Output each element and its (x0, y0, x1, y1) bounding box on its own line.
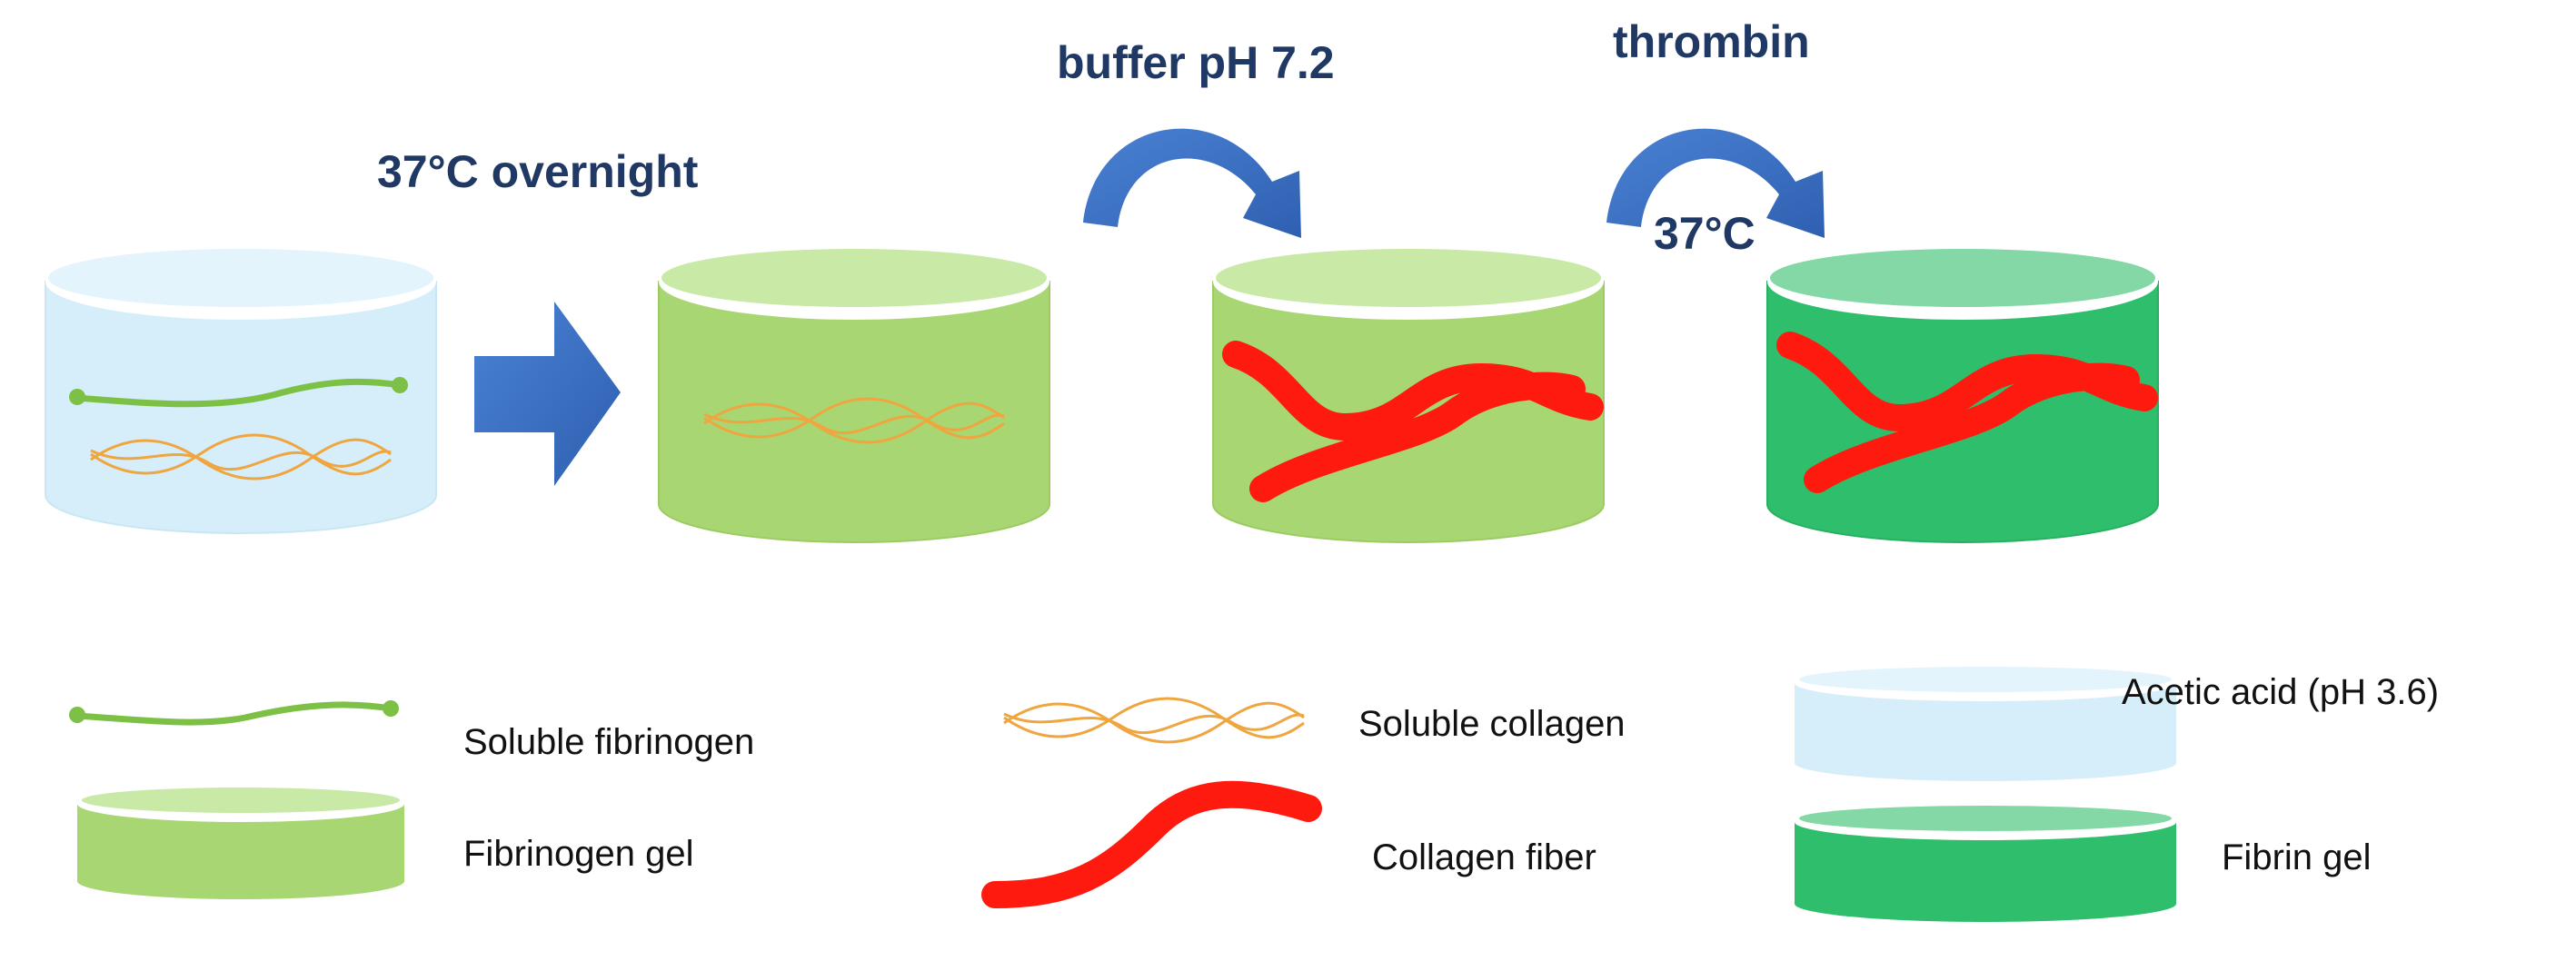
dish-fibrinogen-gel (658, 243, 1050, 543)
legend-label-fibrin-gel: Fibrin gel (2222, 837, 2372, 877)
curved-arrow-icon (1083, 128, 1301, 238)
legend-label-soluble-collagen: Soluble collagen (1358, 704, 1626, 744)
dish-fibrin-gel (1766, 243, 2159, 543)
right-arrow-icon (474, 302, 621, 486)
step2-label: buffer pH 7.2 (1057, 37, 1335, 88)
soluble-collagen-icon (90, 433, 392, 480)
legend-label-fibrinogen-gel: Fibrinogen gel (463, 834, 694, 874)
legend-fibrin-gel-dish-icon (1795, 804, 2176, 922)
step3-label: thrombin (1613, 16, 1810, 67)
step3-sublabel: 37°C (1654, 208, 1755, 259)
legend-label-collagen-fiber: Collagen fiber (1372, 837, 1596, 877)
dish-fibrinogen-gel-fiber (1212, 243, 1605, 543)
legend-label-acetic-acid: Acetic acid (pH 3.6) (2122, 672, 2440, 712)
soluble-fibrinogen-icon (69, 377, 408, 408)
legend-collagen-fiber-icon (981, 780, 1322, 908)
curved-arrow-icon (1606, 128, 1825, 238)
legend-soluble-collagen-icon (1003, 697, 1305, 744)
collagen-fiber-icon (1776, 332, 2158, 493)
legend-soluble-fibrinogen-icon (69, 700, 399, 726)
legend-label-soluble-fibrinogen: Soluble fibrinogen (463, 722, 755, 762)
dish-acetic-acid (45, 243, 437, 534)
soluble-collagen-icon (703, 397, 1005, 444)
step1-label: 37°C overnight (377, 146, 699, 197)
legend-acetic-acid-dish-icon (1795, 665, 2176, 781)
collagen-fiber-icon (1222, 341, 1604, 502)
legend-fibrinogen-gel-dish-icon (77, 786, 404, 899)
